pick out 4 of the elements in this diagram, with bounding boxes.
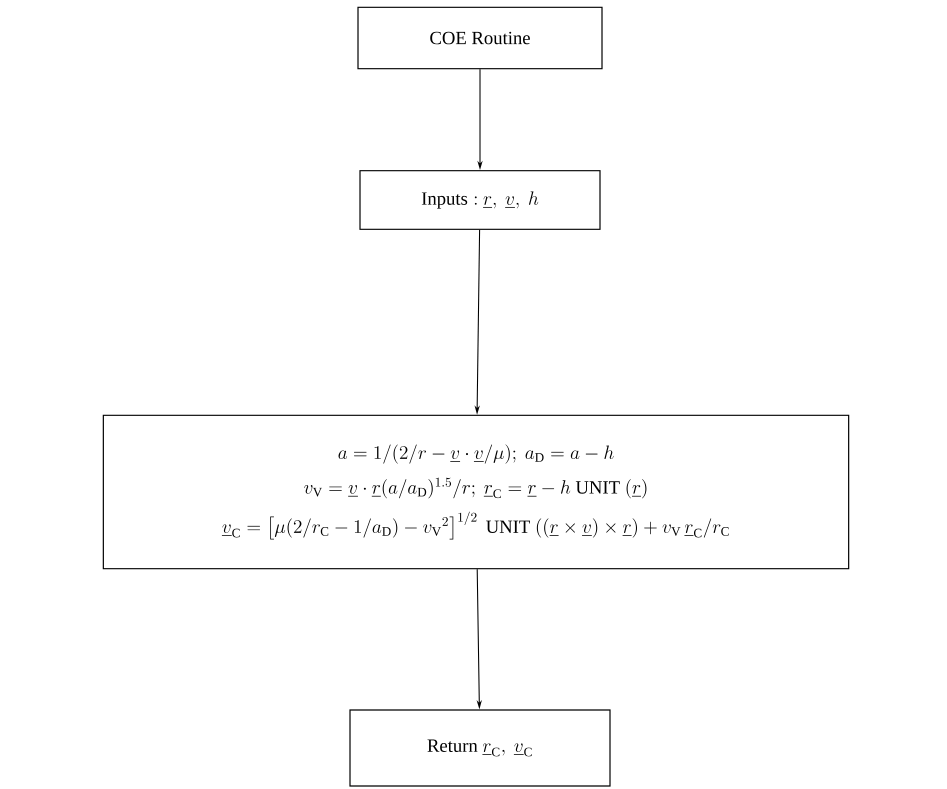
formula-box: $a = 1/(2/r - \underline{v}\cdot\underline{v}/\mu);\ a_{\mathrm{D}} = a - h$ $v_{\mathrm{V}} = \underline{v}\cdot\underline{r}(a/a_{\mathrm{D}})^{1.5}/r;\ \underline{r}_{\mathrm{C}} = \underline{r} - h\ \mathrm{UNIT}\ (\underline{r})$ $\underline{v}_{\mathrm{C}} = \left[\mu(2/r_{\mathrm{C}} - 1/a_{\mathrm{D}}) - {v_{\mathrm{V}}}^{2}\right]^{1/2}\ \mathrm{UNIT}\ ((\underline{r}\times\underline{v})\times\underline{r}) + v_{\mathrm{V}}\,\underline{r}_{\mathrm{C}}/r_{\mathrm{C}}$ [102,414,850,570]
input-box: $\mathrm{Inputs:}\ \underline{r},\ \underline{v},\ h$ [359,170,601,230]
return-box: $\mathrm{Return}\ \underline{r}_{\mathrm{C}},\ \underline{v}_{\mathrm{C}}$ [349,709,611,787]
process-box: COE Routine [357,6,603,70]
